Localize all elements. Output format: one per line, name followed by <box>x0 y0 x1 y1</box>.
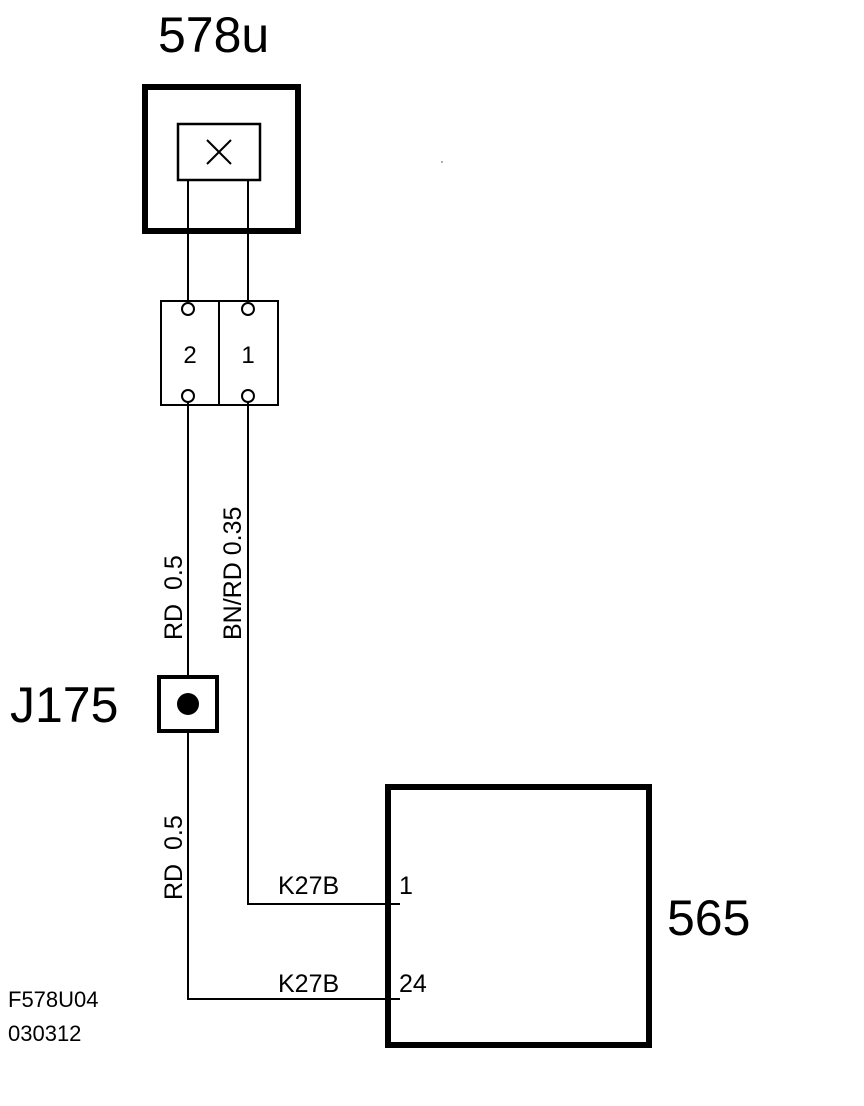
wire-left-upper-label: RD 0.5 <box>160 555 188 640</box>
terminal-2-bottom <box>181 389 195 403</box>
terminal-1-top <box>241 302 255 316</box>
figure-date: 030312 <box>8 1021 81 1046</box>
junction-dot <box>177 693 199 715</box>
wire-left-lower-label: RD 0.5 <box>160 815 188 900</box>
terminal-2-top <box>181 302 195 316</box>
terminal-1-bottom <box>241 389 255 403</box>
scan-speck <box>441 161 443 163</box>
component-565-pin-24-label: 24 <box>399 970 427 998</box>
component-565-label: 565 <box>667 890 750 946</box>
wire-right-label: BN/RD 0.35 <box>219 507 247 640</box>
switch-cross-icon <box>206 139 232 165</box>
connector-pin-2-label: 2 <box>183 342 196 369</box>
connector-pin-1-label: 1 <box>241 342 254 369</box>
component-565-pin-1-label: 1 <box>399 872 413 900</box>
switch-element <box>176 122 262 182</box>
component-578u-label: 578u <box>158 7 269 63</box>
connector-block: 2 1 <box>160 300 279 406</box>
component-578u-box <box>142 84 301 234</box>
circuit-label-pin-1: K27B <box>278 872 339 900</box>
figure-code: F578U04 <box>8 987 99 1012</box>
junction-j175-label: J175 <box>10 677 118 733</box>
component-565-box <box>385 784 652 1048</box>
circuit-label-pin-24: K27B <box>278 970 339 998</box>
